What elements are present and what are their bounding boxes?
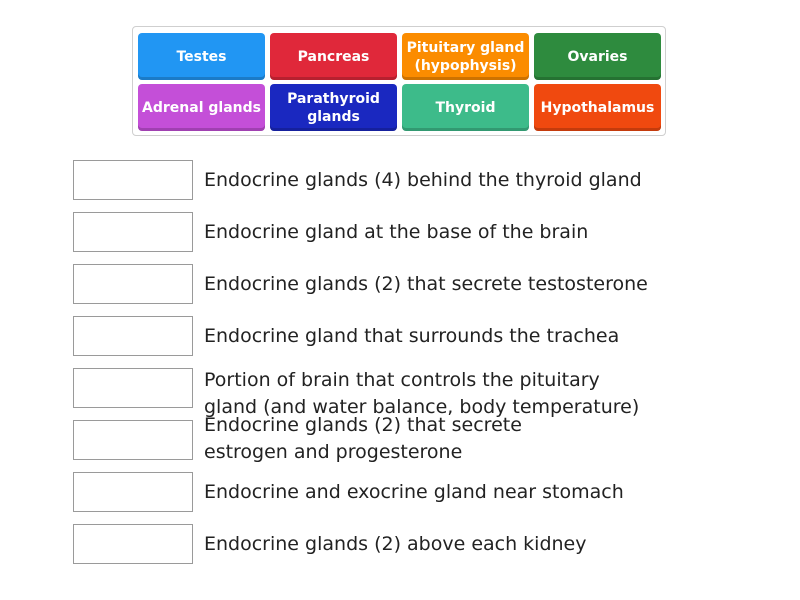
answer-drop-box[interactable]	[73, 264, 193, 304]
tile-pituitary-gland[interactable]: Pituitary gland (hypophysis)	[402, 33, 529, 80]
clue-text: Endocrine glands (4) behind the thyroid …	[204, 168, 642, 191]
answer-drop-box[interactable]	[73, 420, 193, 460]
clue-text: Endocrine glands (2) that secrete estrog…	[204, 414, 522, 463]
tile-parathyroid-glands[interactable]: Parathyroid glands	[270, 84, 397, 131]
tile-thyroid[interactable]: Thyroid	[402, 84, 529, 131]
tile-testes[interactable]: Testes	[138, 33, 265, 80]
answer-drop-box[interactable]	[73, 524, 193, 564]
answer-tile-bank: Testes Pancreas Pituitary gland (hypophy…	[132, 26, 666, 136]
answer-drop-box[interactable]	[73, 212, 193, 252]
clue-text: Endocrine glands (2) above each kidney	[204, 532, 587, 555]
clue-text: Endocrine glands (2) that secrete testos…	[204, 272, 648, 295]
answer-drop-box[interactable]	[73, 368, 193, 408]
tile-hypothalamus[interactable]: Hypothalamus	[534, 84, 661, 131]
tile-adrenal-glands[interactable]: Adrenal glands	[138, 84, 265, 131]
tile-ovaries[interactable]: Ovaries	[534, 33, 661, 80]
clue-text: Endocrine gland at the base of the brain	[204, 220, 589, 243]
clue-text: Portion of brain that controls the pitui…	[204, 369, 640, 418]
answer-drop-box[interactable]	[73, 316, 193, 356]
tile-pancreas[interactable]: Pancreas	[270, 33, 397, 80]
answer-drop-box[interactable]	[73, 160, 193, 200]
clue-text: Endocrine gland that surrounds the trach…	[204, 324, 620, 347]
answer-drop-box[interactable]	[73, 472, 193, 512]
clue-text: Endocrine and exocrine gland near stomac…	[204, 480, 624, 503]
